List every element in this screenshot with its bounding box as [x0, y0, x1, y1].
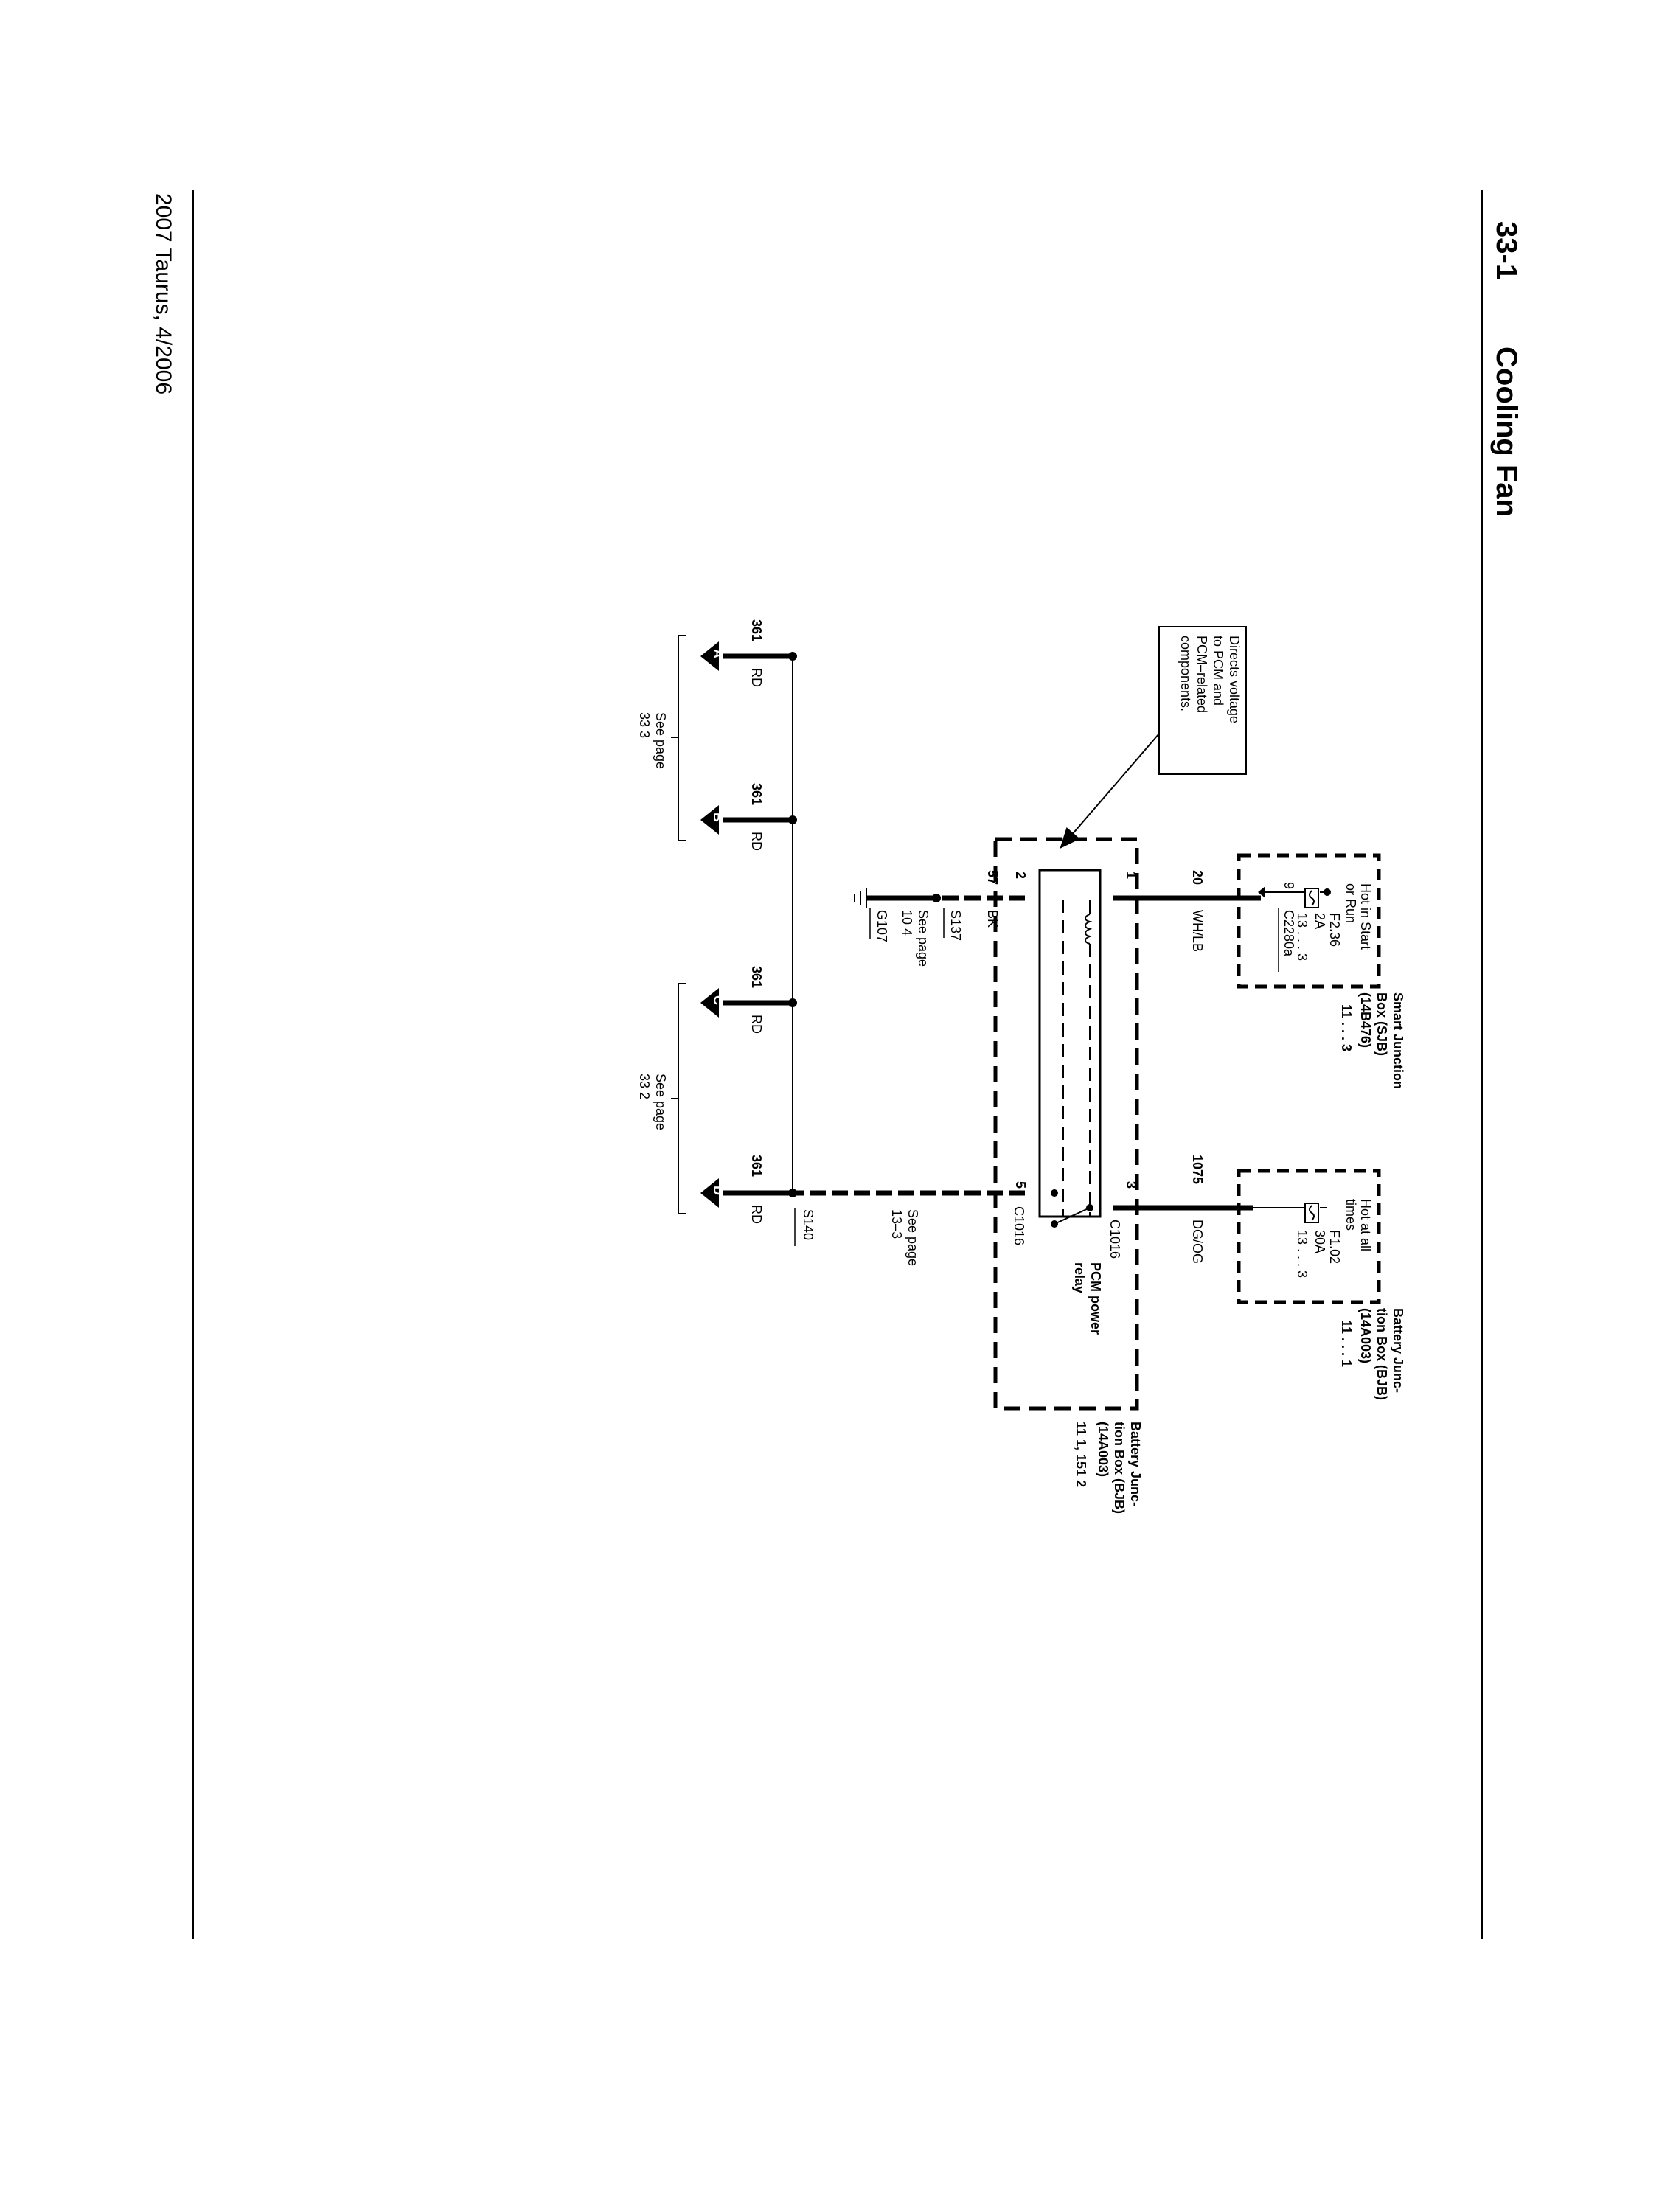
relay-switch: [1051, 1189, 1093, 1228]
svg-text:C: C: [711, 995, 726, 1005]
svg-text:1: 1: [1124, 872, 1138, 879]
wire-361-b: 361 RD: [723, 783, 797, 851]
svg-text:5: 5: [1013, 1181, 1028, 1189]
svg-text:361: 361: [749, 966, 764, 988]
svg-text:S137: S137: [948, 910, 963, 941]
svg-text:13–3: 13–3: [889, 1209, 904, 1239]
svg-text:11 1, 151 2: 11 1, 151 2: [1074, 1422, 1088, 1487]
svg-text:11 . . . 3: 11 . . . 3: [1339, 1004, 1354, 1051]
sjb-box: Hot in Start or Run F2.36 2A 13 . . . 3 …: [1237, 853, 1381, 989]
svg-text:11 . . . 1: 11 . . . 1: [1339, 1320, 1354, 1367]
svg-text:See page: See page: [916, 910, 931, 967]
svg-text:3: 3: [1124, 1181, 1138, 1189]
svg-text:1075: 1075: [1190, 1155, 1205, 1184]
svg-text:Hot in Start: Hot in Start: [1358, 883, 1373, 950]
svg-text:or Run: or Run: [1343, 883, 1358, 923]
svg-text:2: 2: [1013, 872, 1028, 879]
svg-text:S140: S140: [801, 1209, 815, 1240]
svg-text:relay: relay: [1072, 1262, 1087, 1293]
svg-text:RD: RD: [749, 668, 764, 687]
svg-text:13 . . . 3: 13 . . . 3: [1295, 1230, 1310, 1278]
svg-text:tion Box (BJB): tion Box (BJB): [1112, 1422, 1127, 1514]
page-number: 33-1: [1490, 221, 1523, 280]
fuse-f1-02: [1253, 1203, 1327, 1223]
footer-text: 2007 Taurus, 4/2006: [151, 193, 175, 394]
svg-text:F1.02: F1.02: [1327, 1230, 1342, 1264]
svg-text:2A: 2A: [1312, 913, 1327, 929]
svg-text:361: 361: [749, 783, 764, 805]
svg-text:B: B: [711, 813, 726, 822]
svg-text:PCM–related: PCM–related: [1194, 636, 1209, 713]
svg-text:9: 9: [1281, 882, 1296, 889]
wire-361-c: 361 RD: [723, 966, 797, 1034]
svg-text:361: 361: [749, 1155, 764, 1177]
callout: Directs voltage to PCM and PCM–related c…: [1060, 626, 1247, 849]
svg-text:WH/LB: WH/LB: [1190, 910, 1205, 952]
wire-57: 57 BK: [866, 870, 1025, 928]
splice-s137: S137 See page 10 4: [900, 894, 963, 967]
svg-text:G107: G107: [874, 910, 889, 942]
svg-text:Directs voltage: Directs voltage: [1227, 636, 1242, 723]
bjb-relay-label: Battery Junc- tion Box (BJB) (14A003) 11…: [1074, 1422, 1143, 1514]
pcm-power-relay: [1038, 869, 1102, 1218]
bjb-fuse-box: Hot at all times F1.02 30A 13 . . . 3: [1237, 1169, 1381, 1304]
bracket-ab: See page 33 3: [637, 635, 686, 841]
svg-text:Battery Junc-: Battery Junc-: [1391, 1308, 1405, 1393]
svg-text:361: 361: [749, 619, 764, 641]
svg-text:D: D: [711, 1186, 726, 1195]
ground-g107: G107: [854, 888, 889, 942]
sjb-label: Smart Junction Box (SJB) (14B476) 11 . .…: [1339, 992, 1405, 1089]
relay-coil: [1062, 900, 1093, 1217]
svg-text:33 2: 33 2: [637, 1074, 652, 1099]
svg-text:See page: See page: [653, 712, 668, 769]
svg-text:RD: RD: [749, 1015, 764, 1034]
svg-text:(14A003): (14A003): [1358, 1308, 1373, 1363]
svg-text:10 4: 10 4: [900, 910, 914, 936]
wire-1075: 1075 DG/OG: [1113, 1155, 1253, 1264]
svg-text:tion Box (BJB): tion Box (BJB): [1374, 1308, 1389, 1400]
svg-text:A: A: [711, 649, 726, 658]
svg-text:Smart Junction: Smart Junction: [1391, 992, 1405, 1089]
svg-text:Hot at all: Hot at all: [1358, 1199, 1373, 1251]
svg-text:PCM power: PCM power: [1088, 1262, 1103, 1335]
connector-b: B: [700, 805, 726, 835]
svg-text:30A: 30A: [1312, 1230, 1327, 1253]
svg-text:BK: BK: [985, 910, 1000, 928]
svg-text:See page: See page: [653, 1074, 668, 1130]
svg-text:C1016: C1016: [1012, 1206, 1026, 1245]
svg-text:RD: RD: [749, 832, 764, 851]
connector-a: A: [700, 641, 726, 671]
bjb-fuse-label: Battery Junc- tion Box (BJB) (14A003) 11…: [1339, 1308, 1405, 1400]
svg-text:33 3: 33 3: [637, 712, 652, 738]
svg-text:Box (SJB): Box (SJB): [1374, 992, 1389, 1056]
svg-text:(14B476): (14B476): [1358, 992, 1373, 1048]
svg-text:RD: RD: [749, 1205, 764, 1224]
svg-text:to PCM and: to PCM and: [1211, 636, 1225, 706]
svg-text:times: times: [1343, 1199, 1358, 1231]
svg-text:C2280a: C2280a: [1281, 910, 1296, 957]
callout-arrow: [1060, 733, 1160, 849]
relay-box: 1 3 2 5 C1016 C1016 PCM power relay: [993, 837, 1139, 1411]
wire-361-a: 361 RD: [723, 619, 797, 687]
connector-c: C: [700, 988, 726, 1018]
connector-d: D: [700, 1178, 726, 1208]
svg-text:57: 57: [985, 870, 1000, 885]
svg-text:C1016: C1016: [1107, 1220, 1122, 1259]
page-title: Cooling Fan: [1490, 347, 1523, 517]
svg-text:components.: components.: [1178, 636, 1193, 712]
fuse-f2-36: [1258, 886, 1331, 908]
svg-text:20: 20: [1190, 870, 1205, 885]
wire-361-d: 361 RD: [723, 1155, 793, 1224]
svg-text:13 . . . 3: 13 . . . 3: [1295, 913, 1310, 961]
svg-text:F2.36: F2.36: [1327, 913, 1342, 947]
svg-text:Battery Junc-: Battery Junc-: [1128, 1422, 1143, 1506]
splice-s140: S140 See page 13–3: [788, 1189, 920, 1266]
svg-text:(14A003): (14A003): [1096, 1422, 1110, 1477]
svg-text:DG/OG: DG/OG: [1190, 1220, 1205, 1264]
svg-text:See page: See page: [905, 1209, 920, 1266]
bracket-cd: See page 33 2: [637, 983, 686, 1214]
